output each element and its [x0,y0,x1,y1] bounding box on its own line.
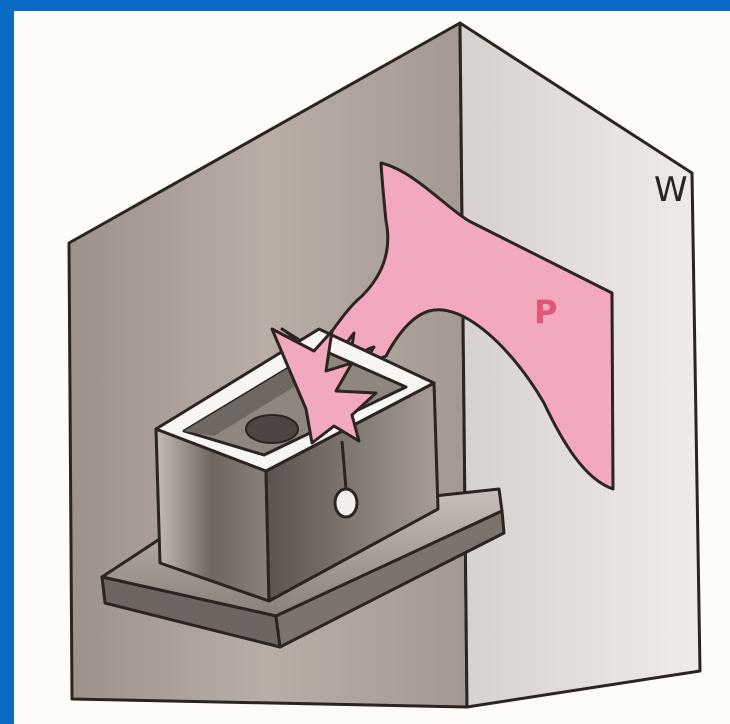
box-hole [246,415,298,443]
wall-w-label: W [654,170,688,210]
diagram: W P [14,11,730,724]
plane-p-label: P [534,293,557,331]
illustration-frame: W P [14,11,730,724]
pin-eyelet [335,489,357,517]
